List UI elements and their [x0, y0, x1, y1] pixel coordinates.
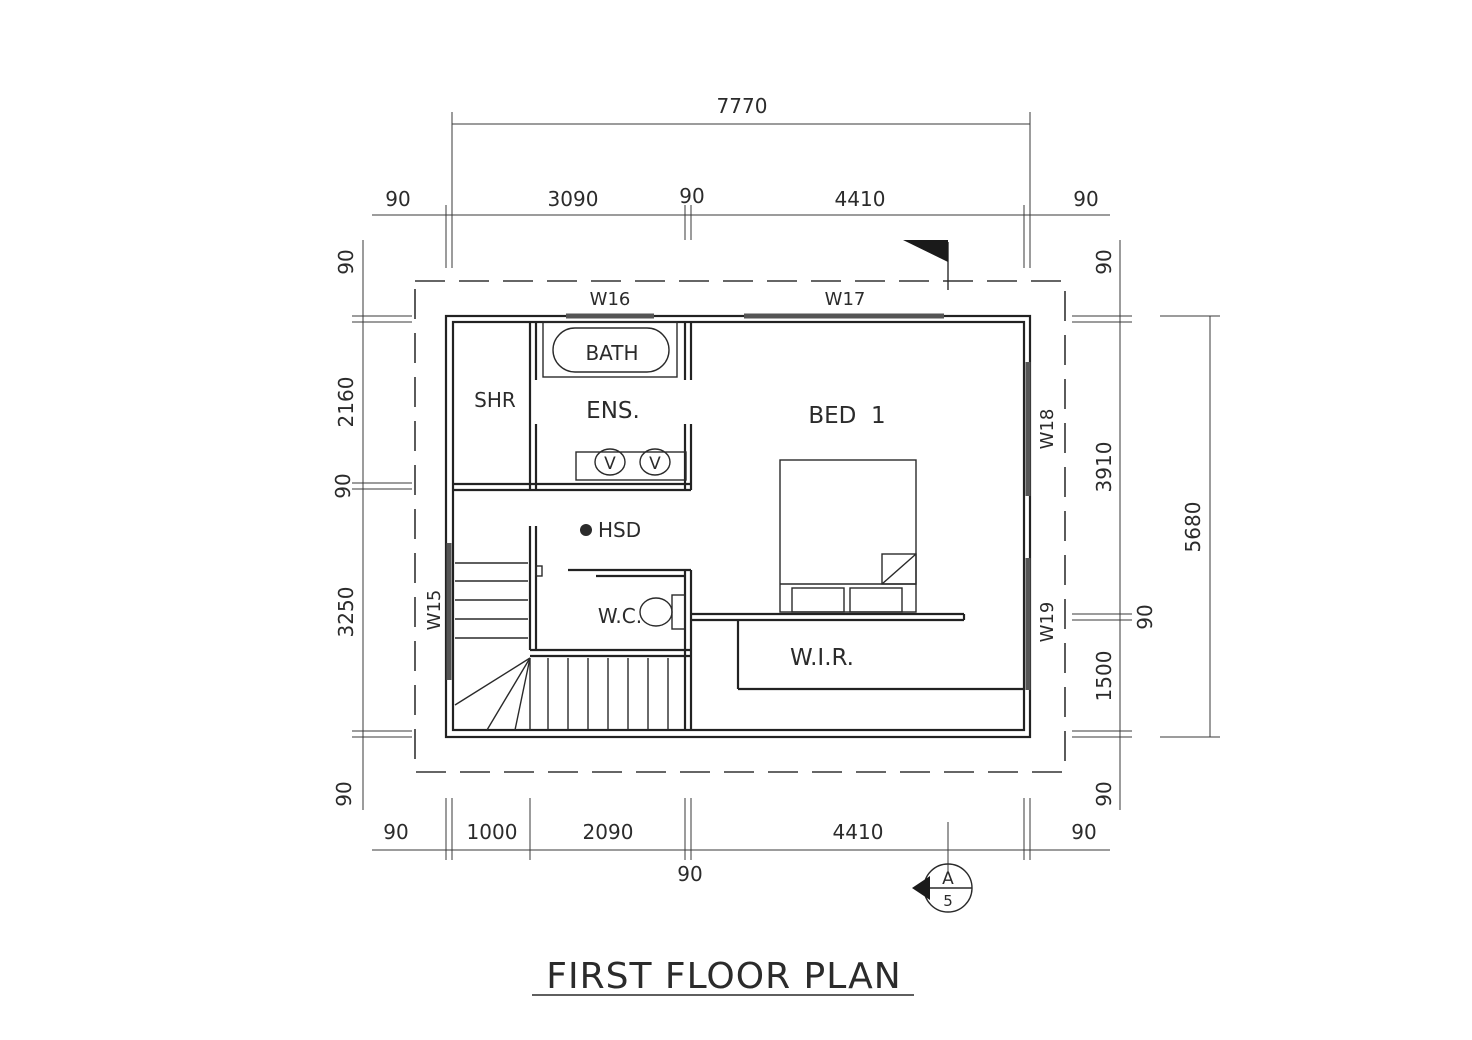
dim-bottom-mid-wall: 90 — [677, 862, 702, 886]
dim-bottom-left-ext: 90 — [383, 820, 408, 844]
dim-left-span2: 3250 — [334, 587, 358, 638]
dim-top-right-span: 4410 — [835, 187, 886, 211]
vanity-label-1: V — [604, 454, 616, 474]
bathtub-icon — [542, 321, 678, 378]
dim-top-mid-wall: 90 — [679, 184, 704, 208]
dimension-lines — [352, 112, 1220, 872]
section-marker-icon — [912, 863, 973, 913]
dim-right-span2: 1500 — [1092, 651, 1116, 702]
dim-top-overall: 7770 — [717, 94, 768, 118]
label-window-w15: W15 — [424, 590, 445, 631]
toilet-icon — [639, 594, 686, 630]
label-hsd: HSD — [598, 518, 641, 542]
dim-left-bottom-ext: 90 — [332, 781, 356, 806]
label-window-w16: W16 — [590, 289, 631, 310]
dim-top-left-ext: 90 — [385, 187, 410, 211]
walls — [444, 314, 1032, 739]
dim-left-top-ext: 90 — [334, 249, 358, 274]
label-bath: BATH — [585, 341, 638, 365]
north-flag-icon — [903, 240, 949, 290]
dim-bottom-span3: 4410 — [833, 820, 884, 844]
label-window-w18: W18 — [1037, 409, 1058, 450]
section-marker-sheet: 5 — [943, 892, 953, 910]
label-window-w19: W19 — [1037, 602, 1058, 643]
dim-left-span1: 2160 — [334, 377, 358, 428]
smoke-detector-icon — [580, 524, 592, 536]
eaves-outline — [414, 280, 1066, 773]
dim-right-span1: 3910 — [1092, 442, 1116, 493]
dim-left-mid-wall: 90 — [331, 473, 355, 498]
dim-right-bottom-ext: 90 — [1092, 781, 1116, 806]
stair-icon — [454, 562, 669, 731]
section-marker-letter: A — [942, 869, 954, 889]
dim-bottom-span1: 1000 — [467, 820, 518, 844]
vanity-label-2: V — [649, 454, 661, 474]
dim-top-left-span: 3090 — [548, 187, 599, 211]
dim-bottom-right-ext: 90 — [1071, 820, 1096, 844]
dim-right-mid-wall: 90 — [1133, 604, 1157, 629]
dim-top-right-ext: 90 — [1073, 187, 1098, 211]
drawing-title: FIRST FLOOR PLAN — [546, 956, 901, 997]
label-ensuite: ENS. — [586, 398, 640, 424]
label-window-w17: W17 — [825, 289, 866, 310]
dim-right-top-ext: 90 — [1092, 249, 1116, 274]
label-bed-1: BED 1 — [808, 403, 885, 429]
label-shower: SHR — [474, 388, 516, 412]
dim-bottom-span2: 2090 — [583, 820, 634, 844]
vanity-icon — [575, 448, 687, 481]
bed-icon — [779, 459, 917, 613]
label-wc: W.C. — [598, 604, 642, 628]
dim-right-overall: 5680 — [1181, 502, 1205, 553]
label-wir: W.I.R. — [790, 645, 854, 671]
